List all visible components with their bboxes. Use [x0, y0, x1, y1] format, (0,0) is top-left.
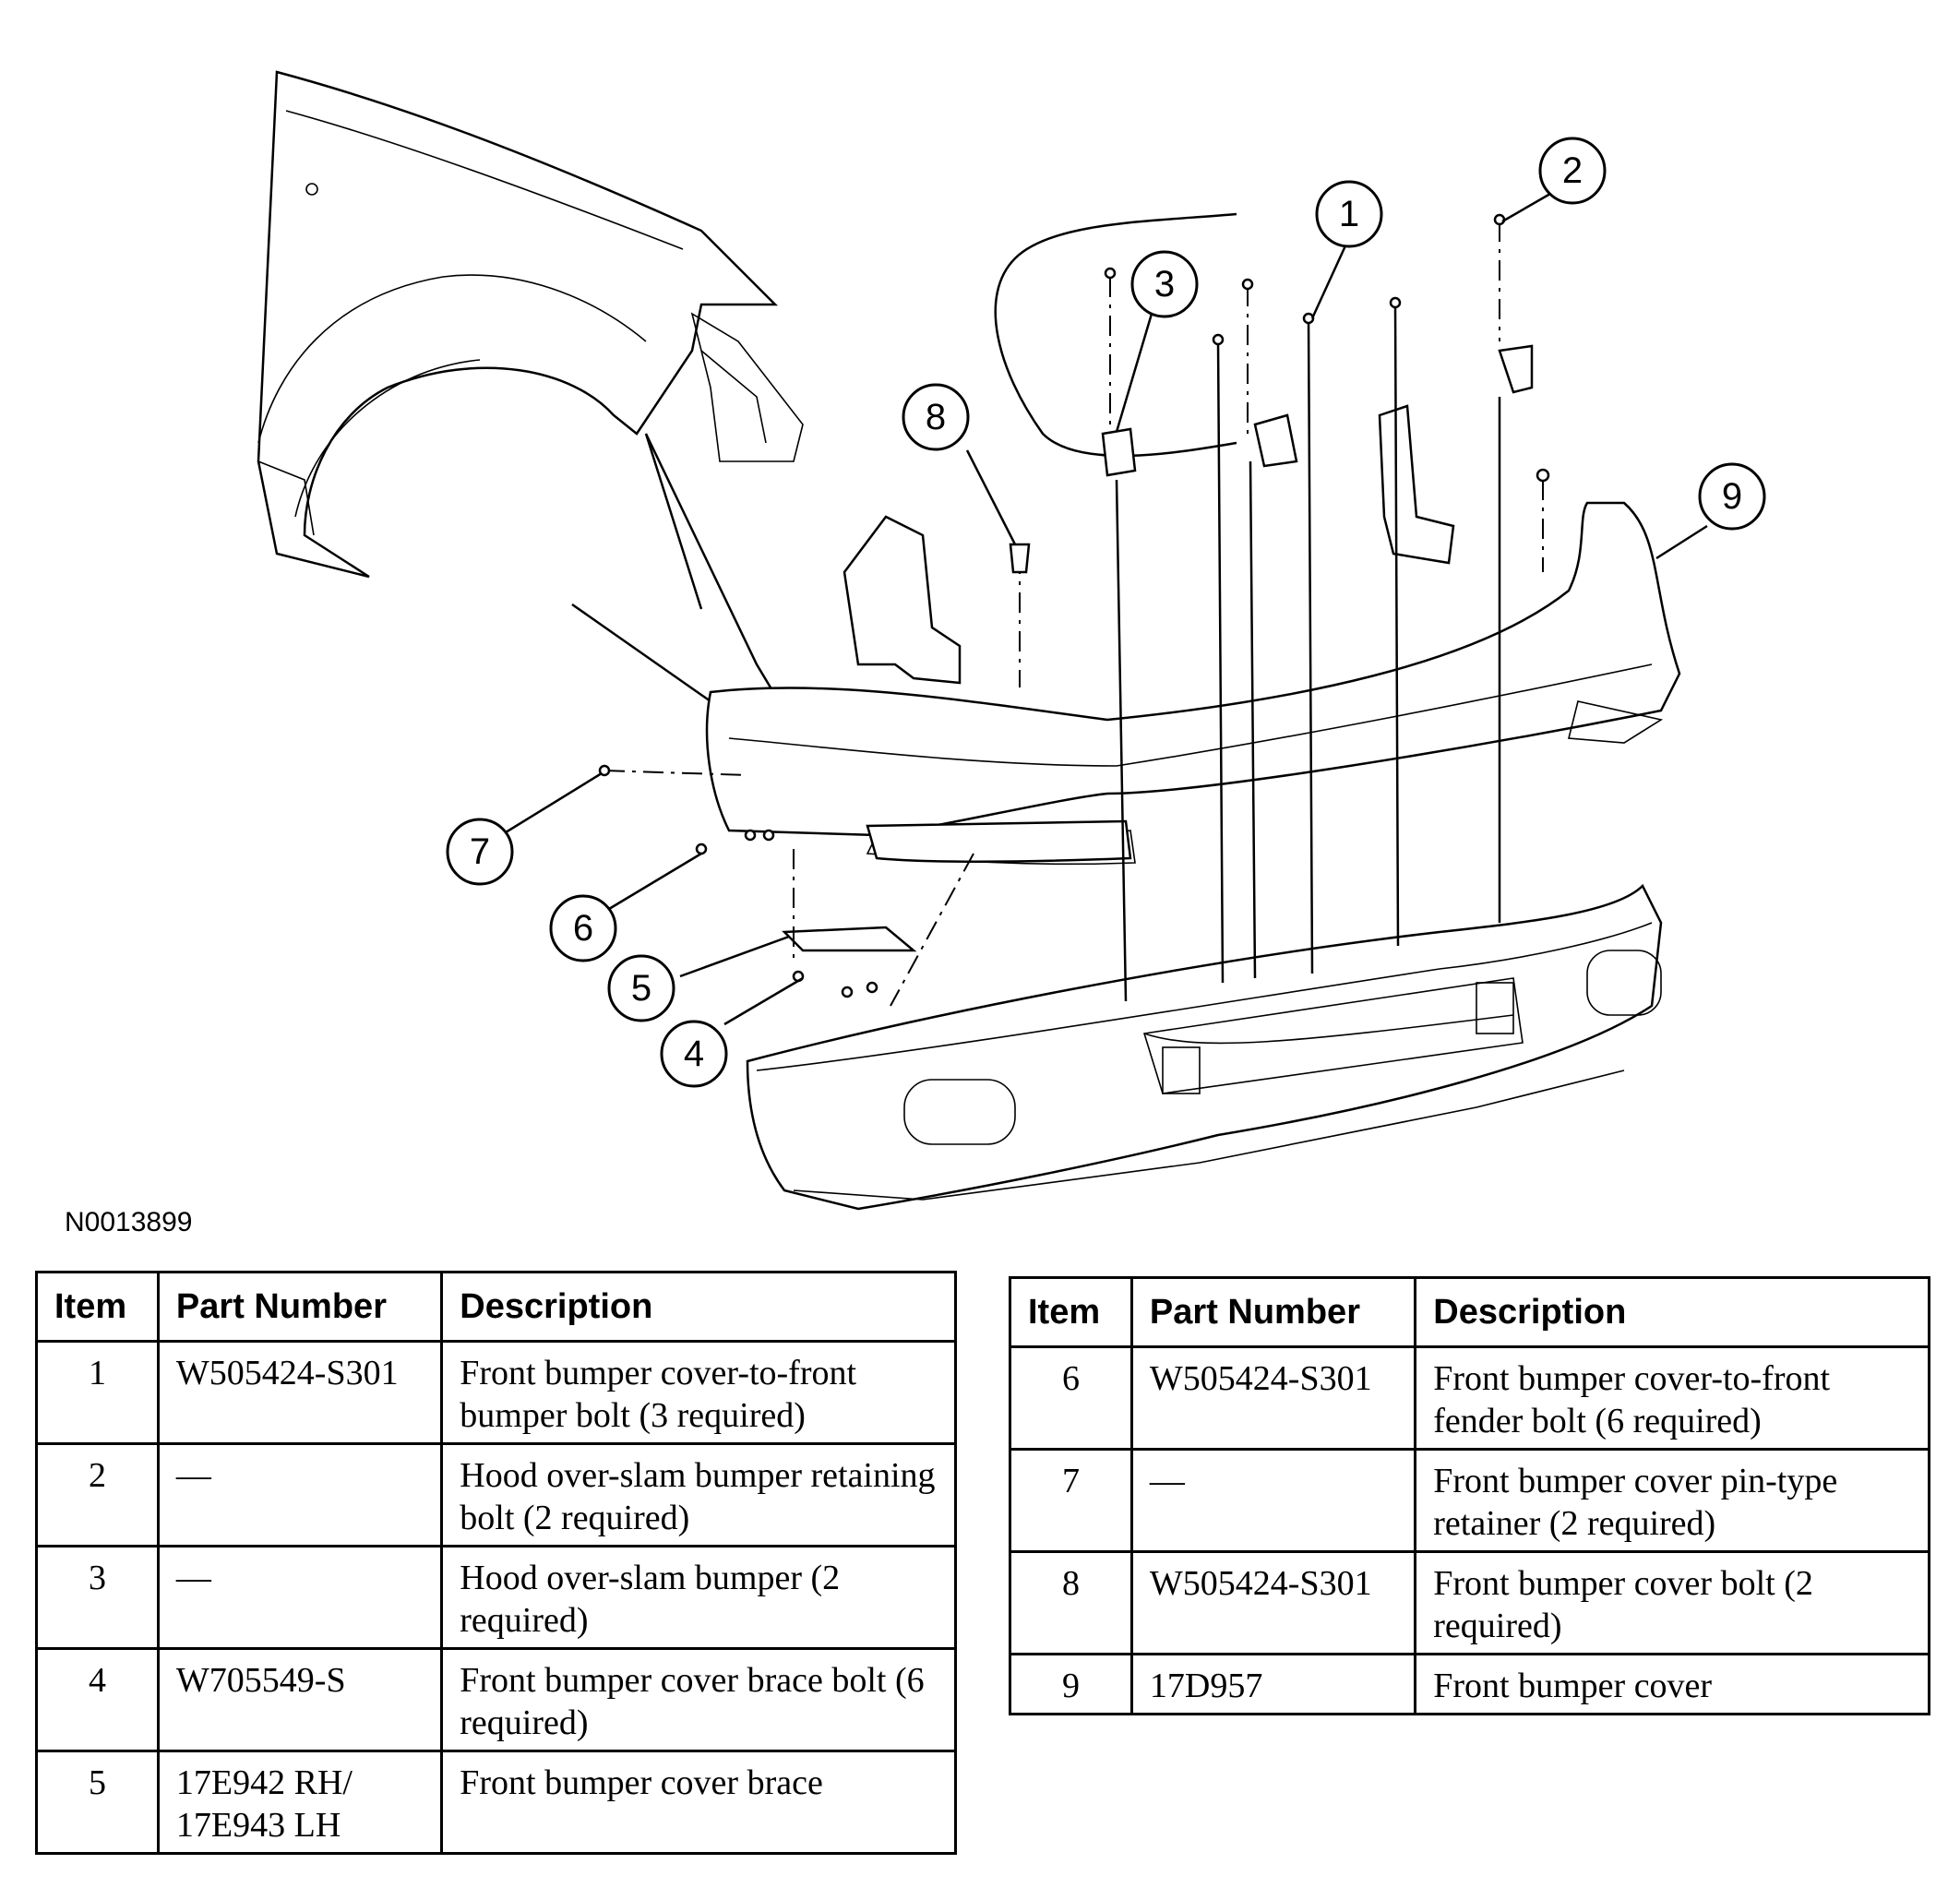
- callout-7: 7: [446, 818, 514, 886]
- hood-over-slam-bumper-right: [1498, 344, 1534, 394]
- table-header-row: Item Part Number Description: [1009, 1276, 1930, 1348]
- table-row: 6 W505424-S301 Front bumper cover-to-fro…: [1009, 1345, 1930, 1451]
- wiring-harness: [994, 212, 1237, 458]
- callout-6: 6: [549, 894, 617, 962]
- cell-item: 4: [35, 1647, 160, 1752]
- cell-item: 2: [35, 1442, 160, 1547]
- cell-part-number: W505424-S301: [1129, 1345, 1417, 1451]
- header-item: Item: [35, 1271, 160, 1343]
- cell-description: Front bumper cover-to-front bumper bolt …: [440, 1340, 957, 1445]
- table-row: 8 W505424-S301 Front bumper cover bolt (…: [1009, 1550, 1930, 1655]
- cell-part-number: 17E942 RH/ 17E943 LH: [156, 1750, 444, 1855]
- left-bumper-bracket: [843, 515, 962, 685]
- svg-text:9: 9: [1722, 476, 1742, 517]
- callout-4: 4: [660, 1020, 728, 1088]
- cell-part-number: W505424-S301: [156, 1340, 444, 1445]
- svg-text:4: 4: [684, 1034, 704, 1074]
- figure-id: N0013899: [65, 1207, 193, 1237]
- cell-description: Front bumper cover bolt (2 required): [1414, 1550, 1930, 1655]
- exploded-view-diagram: 1 2 3 4 5 6 7 8 9: [257, 70, 1766, 1211]
- header-description: Description: [1414, 1276, 1930, 1348]
- front-fender: [257, 70, 804, 579]
- cell-item: 8: [1009, 1550, 1133, 1655]
- center-bracket: [1253, 413, 1298, 468]
- table-row: 9 17D957 Front bumper cover: [1009, 1653, 1930, 1715]
- lower-deflector: [866, 819, 1132, 863]
- cell-description: Front bumper cover pin-type retainer (2 …: [1414, 1448, 1930, 1553]
- hood-over-slam-bumper-left: [1101, 427, 1137, 477]
- callout-1: 1: [1315, 180, 1383, 248]
- cell-item: 9: [1009, 1653, 1133, 1715]
- front-bumper-cover-brace: [782, 926, 917, 952]
- table-row: 1 W505424-S301 Front bumper cover-to-fro…: [35, 1340, 957, 1445]
- bolt-markers: [598, 213, 1550, 998]
- right-bumper-bracket: [1378, 404, 1455, 565]
- cell-item: 5: [35, 1750, 160, 1855]
- cell-item: 1: [35, 1340, 160, 1445]
- front-bumper: [746, 883, 1663, 1211]
- cell-part-number: W705549-S: [156, 1647, 444, 1752]
- cell-part-number: —: [156, 1442, 444, 1547]
- table-row: 3 — Hood over-slam bumper (2 required): [35, 1545, 957, 1650]
- table-row: 4 W705549-S Front bumper cover brace bol…: [35, 1647, 957, 1752]
- cell-description: Front bumper cover brace: [440, 1750, 957, 1855]
- cell-part-number: —: [156, 1545, 444, 1650]
- front-bumper-cover: [705, 501, 1681, 866]
- svg-text:3: 3: [1154, 264, 1175, 305]
- svg-text:2: 2: [1562, 150, 1583, 191]
- header-item: Item: [1009, 1276, 1133, 1348]
- callout-3: 3: [1130, 250, 1199, 318]
- parts-table-left: Item Part Number Description 1 W505424-S…: [35, 1271, 957, 1855]
- cell-item: 3: [35, 1545, 160, 1650]
- callout-5: 5: [607, 954, 675, 1022]
- table-row: 7 — Front bumper cover pin-type retainer…: [1009, 1448, 1930, 1553]
- table-header-row: Item Part Number Description: [35, 1271, 957, 1343]
- svg-text:8: 8: [926, 397, 946, 437]
- cell-part-number: 17D957: [1129, 1653, 1417, 1715]
- table-row: 2 — Hood over-slam bumper retaining bolt…: [35, 1442, 957, 1547]
- table-row: 5 17E942 RH/ 17E943 LH Front bumper cove…: [35, 1750, 957, 1855]
- cell-description: Hood over-slam bumper retaining bolt (2 …: [440, 1442, 957, 1547]
- cell-item: 6: [1009, 1345, 1133, 1451]
- cell-description: Front bumper cover: [1414, 1653, 1930, 1715]
- svg-text:7: 7: [470, 831, 490, 872]
- callout-8: 8: [902, 383, 970, 451]
- cell-description: Front bumper cover-to-front fender bolt …: [1414, 1345, 1930, 1451]
- callout-2: 2: [1538, 137, 1607, 205]
- cell-description: Front bumper cover brace bolt (6 require…: [440, 1647, 957, 1752]
- parts-table-right: Item Part Number Description 6 W505424-S…: [1009, 1276, 1930, 1715]
- svg-text:6: 6: [573, 908, 593, 949]
- svg-text:1: 1: [1339, 194, 1359, 234]
- cell-description: Hood over-slam bumper (2 required): [440, 1545, 957, 1650]
- cell-item: 7: [1009, 1448, 1133, 1553]
- cell-part-number: —: [1129, 1448, 1417, 1553]
- cell-part-number: W505424-S301: [1129, 1550, 1417, 1655]
- header-part-number: Part Number: [1129, 1276, 1417, 1348]
- callout-9: 9: [1698, 462, 1766, 531]
- header-description: Description: [440, 1271, 957, 1343]
- svg-text:5: 5: [631, 968, 651, 1009]
- header-part-number: Part Number: [156, 1271, 444, 1343]
